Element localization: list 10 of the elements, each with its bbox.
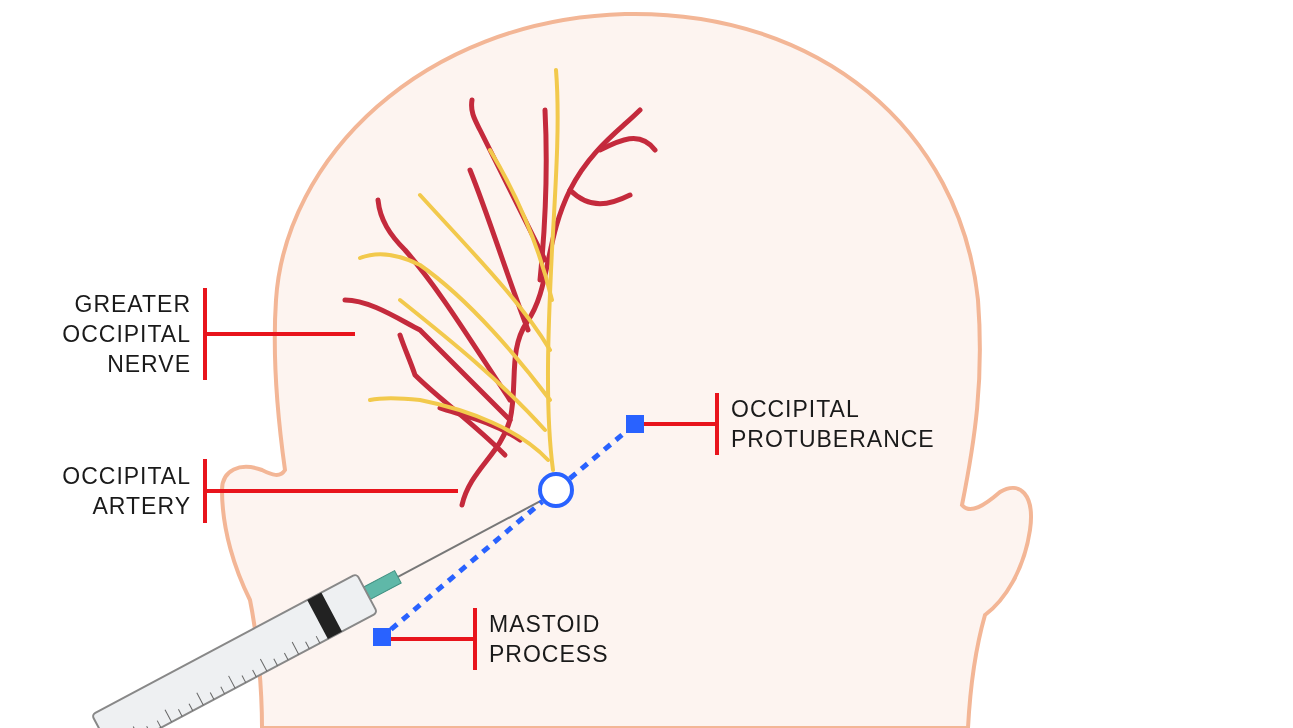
part-label: OCCIPITAL PROTUBERANCE: [715, 393, 975, 455]
part-label: OCCIPITAL ARTERY: [40, 459, 207, 523]
leader-line: [391, 637, 473, 641]
leader-line: [644, 422, 715, 426]
marker-square: [373, 628, 391, 646]
dotted-line: [389, 499, 544, 632]
part-label: GREATER OCCIPITAL NERVE: [40, 288, 207, 380]
marker-square: [626, 415, 644, 433]
leader-line: [207, 332, 355, 336]
part-label: MASTOID PROCESS: [473, 608, 643, 670]
